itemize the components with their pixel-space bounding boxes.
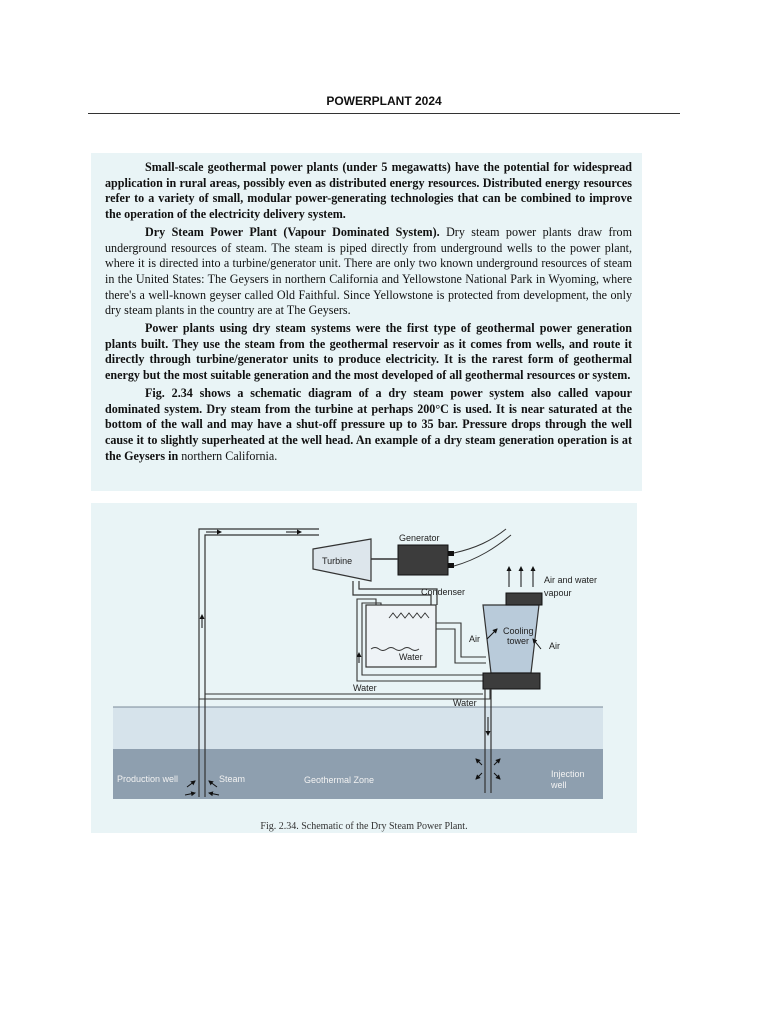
text-excerpt: Small-scale geothermal power plants (und… <box>91 153 642 491</box>
water-right-label: Water <box>453 698 477 708</box>
generator-label: Generator <box>399 533 440 543</box>
dry-steam-heading: Dry Steam Power Plant (Vapour Dominated … <box>145 224 440 239</box>
generator <box>397 544 449 576</box>
water-left-label: Water <box>353 683 377 693</box>
schematic-figure: Turbine Generator Condenser Water Water … <box>91 503 637 833</box>
paragraph-figure-description: Fig. 2.34 shows a schematic diagram of a… <box>105 386 632 465</box>
paragraph-dry-steam: Dry Steam Power Plant (Vapour Dominated … <box>105 225 632 319</box>
header-divider <box>88 113 680 114</box>
tower-label: tower <box>507 636 529 646</box>
page-header-title: POWERPLANT 2024 <box>326 94 442 108</box>
condenser-label: Condenser <box>421 587 465 597</box>
paragraph-first-type: Power plants using dry steam systems wer… <box>105 321 632 383</box>
paragraph-distributed-resources: Small-scale geothermal power plants (und… <box>105 160 632 222</box>
production-well-label: Production well <box>117 774 178 784</box>
condenser-water-label: Water <box>399 652 423 662</box>
dry-steam-schematic: Turbine Generator Condenser Water Water … <box>113 528 603 799</box>
vapour-label: vapour <box>544 588 572 598</box>
cooling-tower-basin <box>482 672 541 690</box>
geothermal-zone-label: Geothermal Zone <box>304 775 374 785</box>
condenser <box>365 604 437 668</box>
dry-steam-body: Dry steam power plants draw from undergr… <box>105 224 633 318</box>
production-well-pipe <box>198 528 319 797</box>
cooling-label: Cooling <box>503 626 534 636</box>
air-and-water-label: Air and water <box>544 575 597 585</box>
air-left-label: Air <box>469 634 480 644</box>
figure-description-tail: northern California. <box>178 448 278 463</box>
air-right-label: Air <box>549 641 560 651</box>
figure-description-bold: Fig. 2.34 shows a schematic diagram of a… <box>105 385 632 463</box>
injection-label: Injection <box>551 769 585 779</box>
turbine-label: Turbine <box>322 556 352 566</box>
well-label: well <box>550 780 567 790</box>
figure-caption: Fig. 2.34. Schematic of the Dry Steam Po… <box>260 821 468 832</box>
steam-label: Steam <box>219 774 245 784</box>
ground-layer <box>113 707 603 749</box>
geothermal-zone-layer <box>113 749 603 799</box>
turbine <box>312 538 372 582</box>
